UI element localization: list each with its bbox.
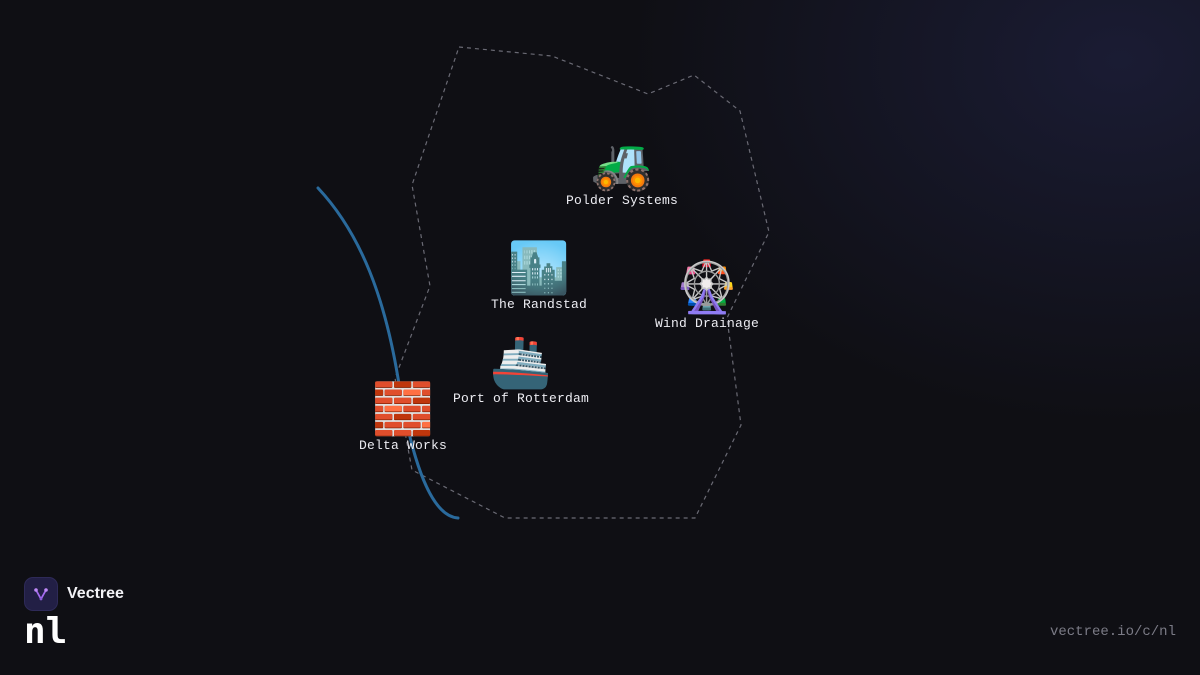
country-border [394, 46, 770, 519]
marker-port-of-rotterdam[interactable]: 🚢 Port of Rotterdam [453, 334, 589, 406]
marker-label: Wind Drainage [654, 316, 760, 331]
brand-name: Vectree [67, 585, 124, 602]
country-code: nl [24, 611, 68, 652]
cityscape-icon: 🏙️ [507, 240, 571, 296]
marker-label: Polder Systems [565, 193, 679, 208]
river-line [316, 186, 460, 520]
tractor-icon: 🚜 [590, 136, 654, 192]
marker-label: Port of Rotterdam [452, 391, 590, 406]
marker-label: Delta Works [358, 438, 448, 453]
ferris-wheel-icon: 🎡 [675, 259, 739, 315]
page-url[interactable]: vectree.io/c/nl [1049, 624, 1176, 640]
marker-delta-works[interactable]: 🧱 Delta Works [359, 381, 447, 453]
marker-wind-drainage[interactable]: 🎡 Wind Drainage [655, 259, 759, 331]
ship-icon: 🚢 [489, 334, 553, 390]
marker-label: The Randstad [490, 297, 588, 312]
brand[interactable]: Vectree [24, 577, 124, 611]
marker-the-randstad[interactable]: 🏙️ The Randstad [491, 240, 587, 312]
brick-wall-icon: 🧱 [371, 381, 435, 437]
marker-polder-systems[interactable]: 🚜 Polder Systems [566, 136, 678, 208]
vectree-logo-icon [24, 577, 58, 611]
